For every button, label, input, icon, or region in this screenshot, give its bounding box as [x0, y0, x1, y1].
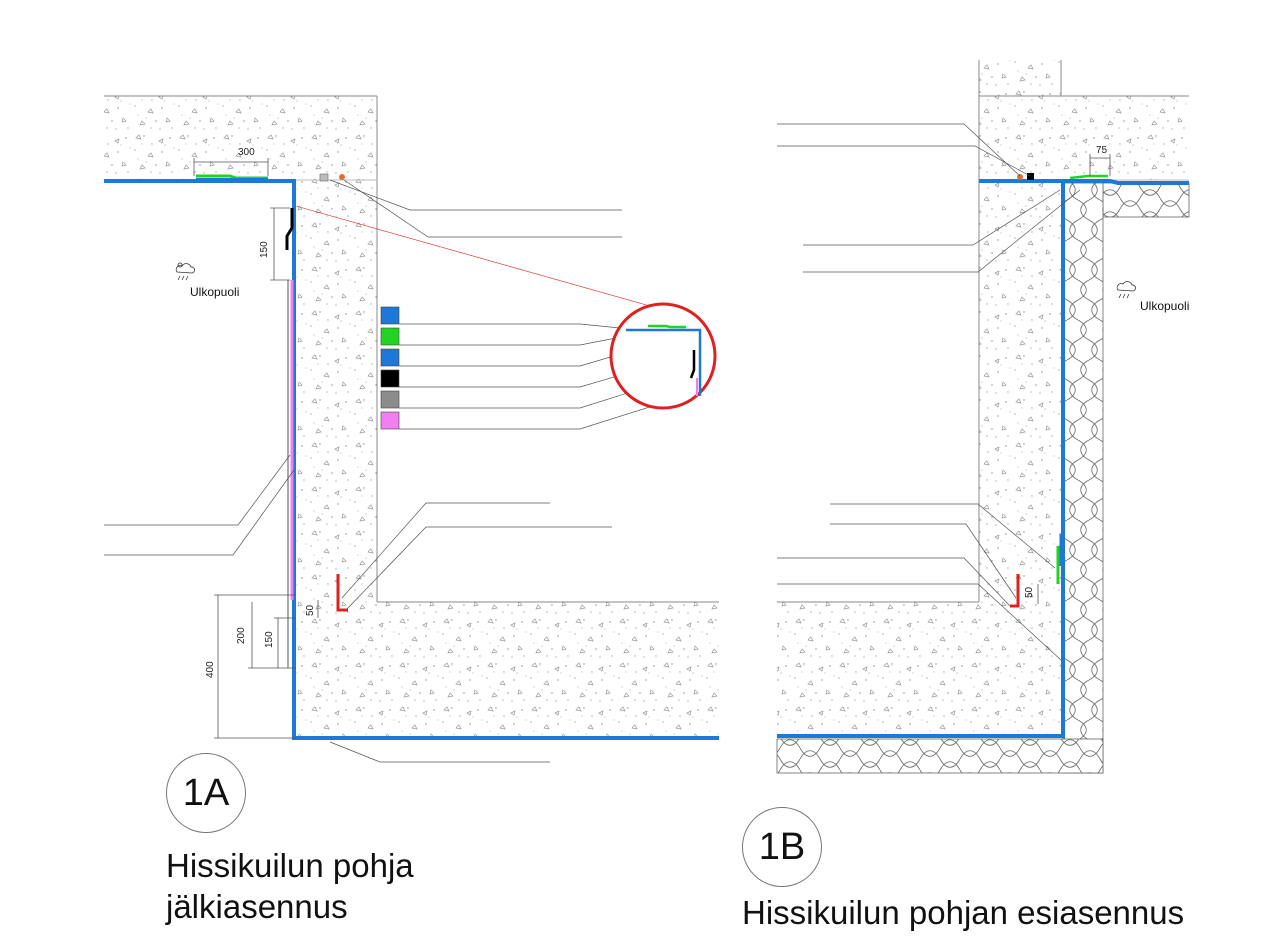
legend-swatch-grey-sealant [380, 390, 400, 409]
detail-badge-1b: 1B [742, 807, 822, 887]
dim-75-b: 75 [1096, 145, 1108, 156]
wall-b [979, 180, 1061, 602]
corner-profile-a [336, 574, 348, 612]
dim-200-a: 200 [236, 627, 247, 644]
black-profile-a [285, 208, 294, 250]
grey-sealant-a [319, 173, 329, 182]
detail-1a: 300 150 50 200 150 400 Ulkopuoli [104, 95, 719, 763]
legend-swatch-black-profile [380, 369, 400, 388]
detail-1b: 75 50 Ulkopuoli [776, 60, 1190, 774]
dim-150-lower-a: 150 [264, 631, 275, 648]
outside-label-b: Ulkopuoli [1140, 299, 1189, 313]
dim-400-a: 400 [205, 661, 216, 678]
caption-1a-line1: Hissikuilun pohja [166, 847, 414, 884]
caption-1a-line2: jälkiasennus [166, 888, 348, 925]
top-block-b [979, 60, 1061, 96]
membrane-line-a [104, 179, 719, 740]
zoom-callout-a [609, 302, 717, 410]
caption-1b: Hissikuilun pohjan esiasennus [742, 894, 1185, 931]
legend-swatch-blue-membrane [380, 306, 400, 325]
dim-150-upper-a: 150 [259, 241, 270, 258]
weather-rain-cloud-icon [1116, 281, 1136, 299]
legend-swatches [380, 306, 400, 430]
insulation-bottom-b [776, 738, 1104, 774]
bottom-slab-b [777, 602, 1061, 736]
dim-50-b: 50 [1024, 586, 1035, 598]
detail-badge-1a: 1A [166, 753, 246, 833]
dim-300-a: 300 [238, 147, 255, 158]
top-slab-b [979, 96, 1189, 180]
dim-50-a: 50 [305, 604, 316, 616]
corner-profile-b [1010, 574, 1020, 608]
bottom-slab-a [296, 602, 719, 736]
top-slab-a [104, 96, 377, 180]
outside-label-a: Ulkopuoli [190, 285, 239, 299]
legend-swatch-green-tape [380, 327, 400, 346]
weather-rain-cloud-icon [175, 262, 195, 281]
caption-1a: Hissikuilun pohja jälkiasennus [166, 845, 414, 927]
membrane-line-b [777, 179, 1189, 738]
insulation-vertical-b [1062, 182, 1104, 774]
wall-a [296, 180, 377, 602]
legend-swatch-blue-membrane-2 [380, 348, 400, 367]
legend-swatch-pink-board [380, 411, 400, 430]
insulation-upper-b [1102, 182, 1190, 218]
